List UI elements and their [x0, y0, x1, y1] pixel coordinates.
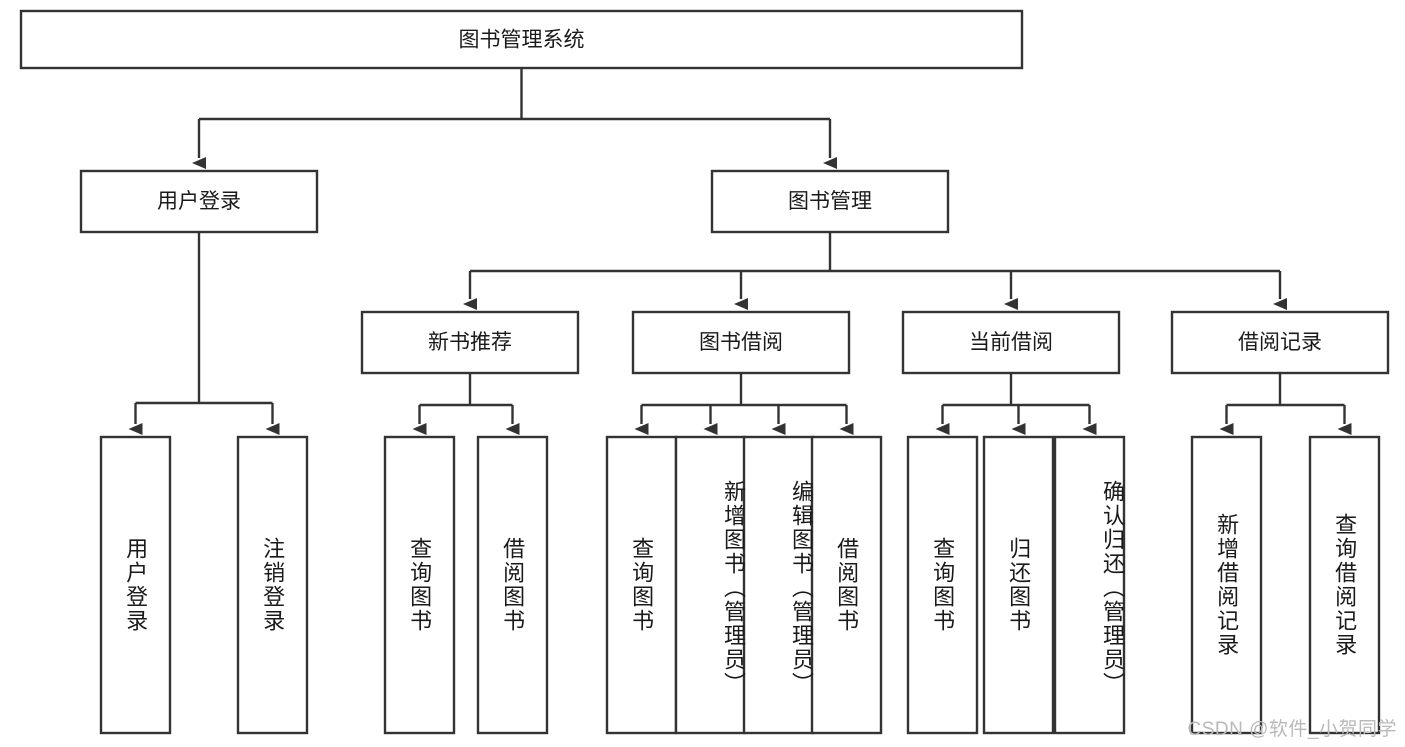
connector-group-book-manage: [463, 232, 1287, 310]
connector-group-root: [192, 68, 837, 169]
connector-group-borrow-record: [1219, 373, 1352, 435]
node-book-borrow[interactable]: 图书借阅: [631, 310, 851, 375]
node-current-borrow-box[interactable]: [901, 310, 1121, 375]
node-leaf-confirm-return-admin-box[interactable]: [1053, 435, 1126, 735]
node-current-borrow[interactable]: 当前借阅: [901, 310, 1121, 375]
node-root-box[interactable]: [19, 9, 1024, 70]
node-book-manage-box[interactable]: [710, 169, 950, 234]
node-new-book-rec[interactable]: 新书推荐: [360, 310, 580, 375]
connector-group-book-borrow: [634, 373, 854, 435]
connector-group-user-login: [128, 232, 280, 435]
connector-group-new-book-rec: [412, 373, 520, 435]
node-leaf-edit-book-admin-box[interactable]: [742, 435, 815, 735]
node-leaf-query-book-current-box[interactable]: [906, 435, 979, 735]
node-new-book-rec-box[interactable]: [360, 310, 580, 375]
node-leaf-add-borrow-record-box[interactable]: [1190, 435, 1263, 735]
node-book-borrow-label: 图书借阅: [699, 331, 783, 354]
node-leaf-query-book-rec-box[interactable]: [383, 435, 456, 735]
node-borrow-record-box[interactable]: [1170, 310, 1390, 375]
node-user-login-label: 用户登录: [157, 190, 241, 213]
node-leaf-return-book-box[interactable]: [982, 435, 1055, 735]
node-user-login[interactable]: 用户登录: [79, 169, 319, 234]
node-leaf-borrow-book-rec-box[interactable]: [476, 435, 549, 735]
node-borrow-record[interactable]: 借阅记录: [1170, 310, 1390, 375]
node-leaf-add-book-admin-box[interactable]: [674, 435, 747, 735]
node-leaf-query-book-borrow-box[interactable]: [605, 435, 678, 735]
node-current-borrow-label: 当前借阅: [969, 331, 1053, 354]
node-leaf-query-borrow-record-box[interactable]: [1308, 435, 1381, 735]
node-new-book-rec-label: 新书推荐: [428, 331, 512, 354]
node-root[interactable]: 图书管理系统: [19, 9, 1024, 70]
node-book-borrow-box[interactable]: [631, 310, 851, 375]
node-borrow-record-label: 借阅记录: [1238, 331, 1322, 354]
csdn-watermark: CSDN @软件_小贺同学: [1187, 719, 1397, 740]
node-book-manage[interactable]: 图书管理: [710, 169, 950, 234]
node-book-manage-label: 图书管理: [788, 190, 872, 213]
node-leaf-user-login-box[interactable]: [99, 435, 172, 735]
node-root-label: 图书管理系统: [459, 29, 585, 52]
connector-group-current-borrow: [935, 373, 1097, 435]
node-user-login-box[interactable]: [79, 169, 319, 234]
node-leaf-logout-login-box[interactable]: [236, 435, 309, 735]
node-leaf-borrow-book-box[interactable]: [810, 435, 883, 735]
leaf-boxes: [99, 435, 1381, 735]
